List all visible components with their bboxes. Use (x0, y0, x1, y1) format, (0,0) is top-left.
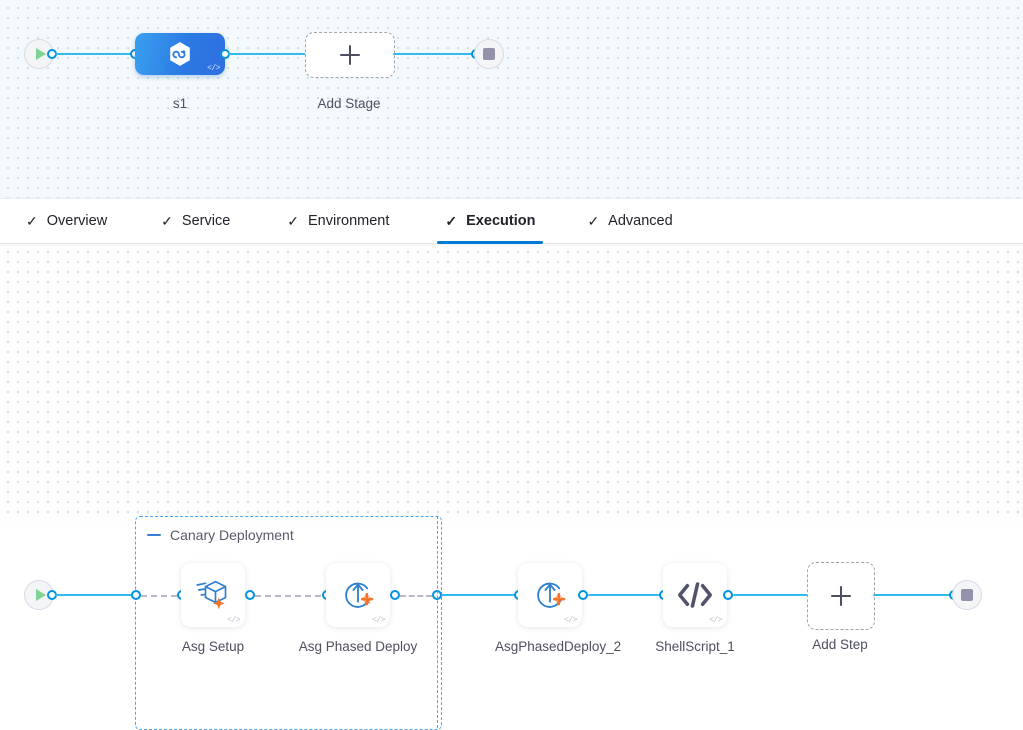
stage-code-badge: </> (207, 64, 220, 73)
check-icon: ✓ (287, 213, 299, 229)
tab-environment-label: Environment (308, 213, 390, 229)
step-tile-asg-phased-deploy-2[interactable]: </> (518, 563, 582, 627)
group-dash-mid (255, 594, 321, 597)
tab-execution-label: Execution (466, 213, 536, 229)
group-dash-out (400, 594, 432, 597)
group-dash-in (141, 594, 177, 597)
tab-advanced[interactable]: ✓ Advanced (585, 199, 674, 244)
stage-node-label: s1 (172, 96, 188, 111)
shell-script-out-dot (723, 590, 733, 600)
asg-setup-icon (196, 580, 227, 610)
asg-phased-deploy-icon (345, 582, 374, 608)
tab-environment[interactable]: ✓ Environment (285, 199, 391, 244)
step-code-badge: </> (227, 616, 240, 625)
execution-link-step3-to-step4 (588, 593, 660, 597)
group-right-edge (437, 516, 438, 728)
asg-phased-deploy-out-dot (390, 590, 400, 600)
plus-icon (831, 586, 851, 606)
step-tile-asg-phased-deploy[interactable]: </> (326, 563, 390, 627)
stage-link-to-add (228, 52, 306, 56)
step-group-title: Canary Deployment (170, 527, 294, 543)
stage-link-end (393, 52, 478, 56)
add-step-button[interactable] (807, 562, 875, 630)
step-code-badge: </> (709, 616, 722, 625)
tab-advanced-label: Advanced (608, 213, 673, 229)
tab-execution[interactable]: ✓ Execution (437, 199, 544, 244)
step-tile-shellscript-1[interactable]: </> (663, 563, 727, 627)
execution-link-group-to-step3 (441, 593, 517, 597)
check-icon: ✓ (587, 213, 600, 229)
stage-config-tabbar: ✓ Overview ✓ Service ✓ Environment ✓ Exe… (0, 198, 1023, 244)
tab-service[interactable]: ✓ Service (159, 199, 232, 244)
asg-setup-out-dot (245, 590, 255, 600)
execution-end-node[interactable] (952, 580, 982, 610)
step-code-badge: </> (564, 616, 577, 625)
execution-link-start (55, 593, 135, 597)
stage-node-s1[interactable]: </> (135, 33, 225, 75)
add-stage-label: Add Stage (317, 96, 381, 111)
asg-phased-deploy-2-out-dot (578, 590, 588, 600)
shell-script-code-icon (677, 582, 713, 608)
execution-canvas[interactable]: Canary Deployment </> Asg Setup (0, 244, 1023, 730)
minus-icon[interactable] (147, 533, 161, 537)
step-label-asg-phased-deploy-2: AsgPhasedDeploy_2 (495, 639, 622, 654)
step-group-canary-deployment[interactable] (135, 516, 442, 730)
check-icon: ✓ (445, 213, 458, 229)
step-label-asg-phased-deploy: Asg Phased Deploy (298, 639, 418, 654)
step-label-asg-setup: Asg Setup (181, 639, 245, 654)
step-group-header[interactable]: Canary Deployment (147, 527, 294, 543)
asg-phased-deploy-icon (537, 582, 566, 608)
tab-overview[interactable]: ✓ Overview (24, 199, 109, 244)
tab-overview-label: Overview (46, 213, 108, 229)
stop-icon (952, 580, 982, 610)
step-code-badge: </> (372, 616, 385, 625)
execution-link-end (873, 593, 953, 597)
stage-link-start (55, 52, 137, 56)
stop-icon (474, 39, 504, 69)
stage-canvas[interactable]: </> s1 Add Stage (0, 0, 1023, 198)
check-icon: ✓ (26, 213, 38, 229)
group-in-dot (131, 590, 141, 600)
add-step-label: Add Step (812, 637, 868, 652)
check-icon: ✓ (161, 213, 173, 229)
stage-end-node[interactable] (474, 39, 504, 69)
execution-link-to-add-step (733, 593, 808, 597)
step-label-shellscript-1: ShellScript_1 (655, 639, 735, 654)
step-tile-asg-setup[interactable]: </> (181, 563, 245, 627)
harness-cd-hexagon-icon (170, 42, 190, 66)
add-stage-button[interactable] (305, 32, 395, 78)
plus-icon (340, 45, 360, 65)
tab-service-label: Service (181, 213, 231, 229)
